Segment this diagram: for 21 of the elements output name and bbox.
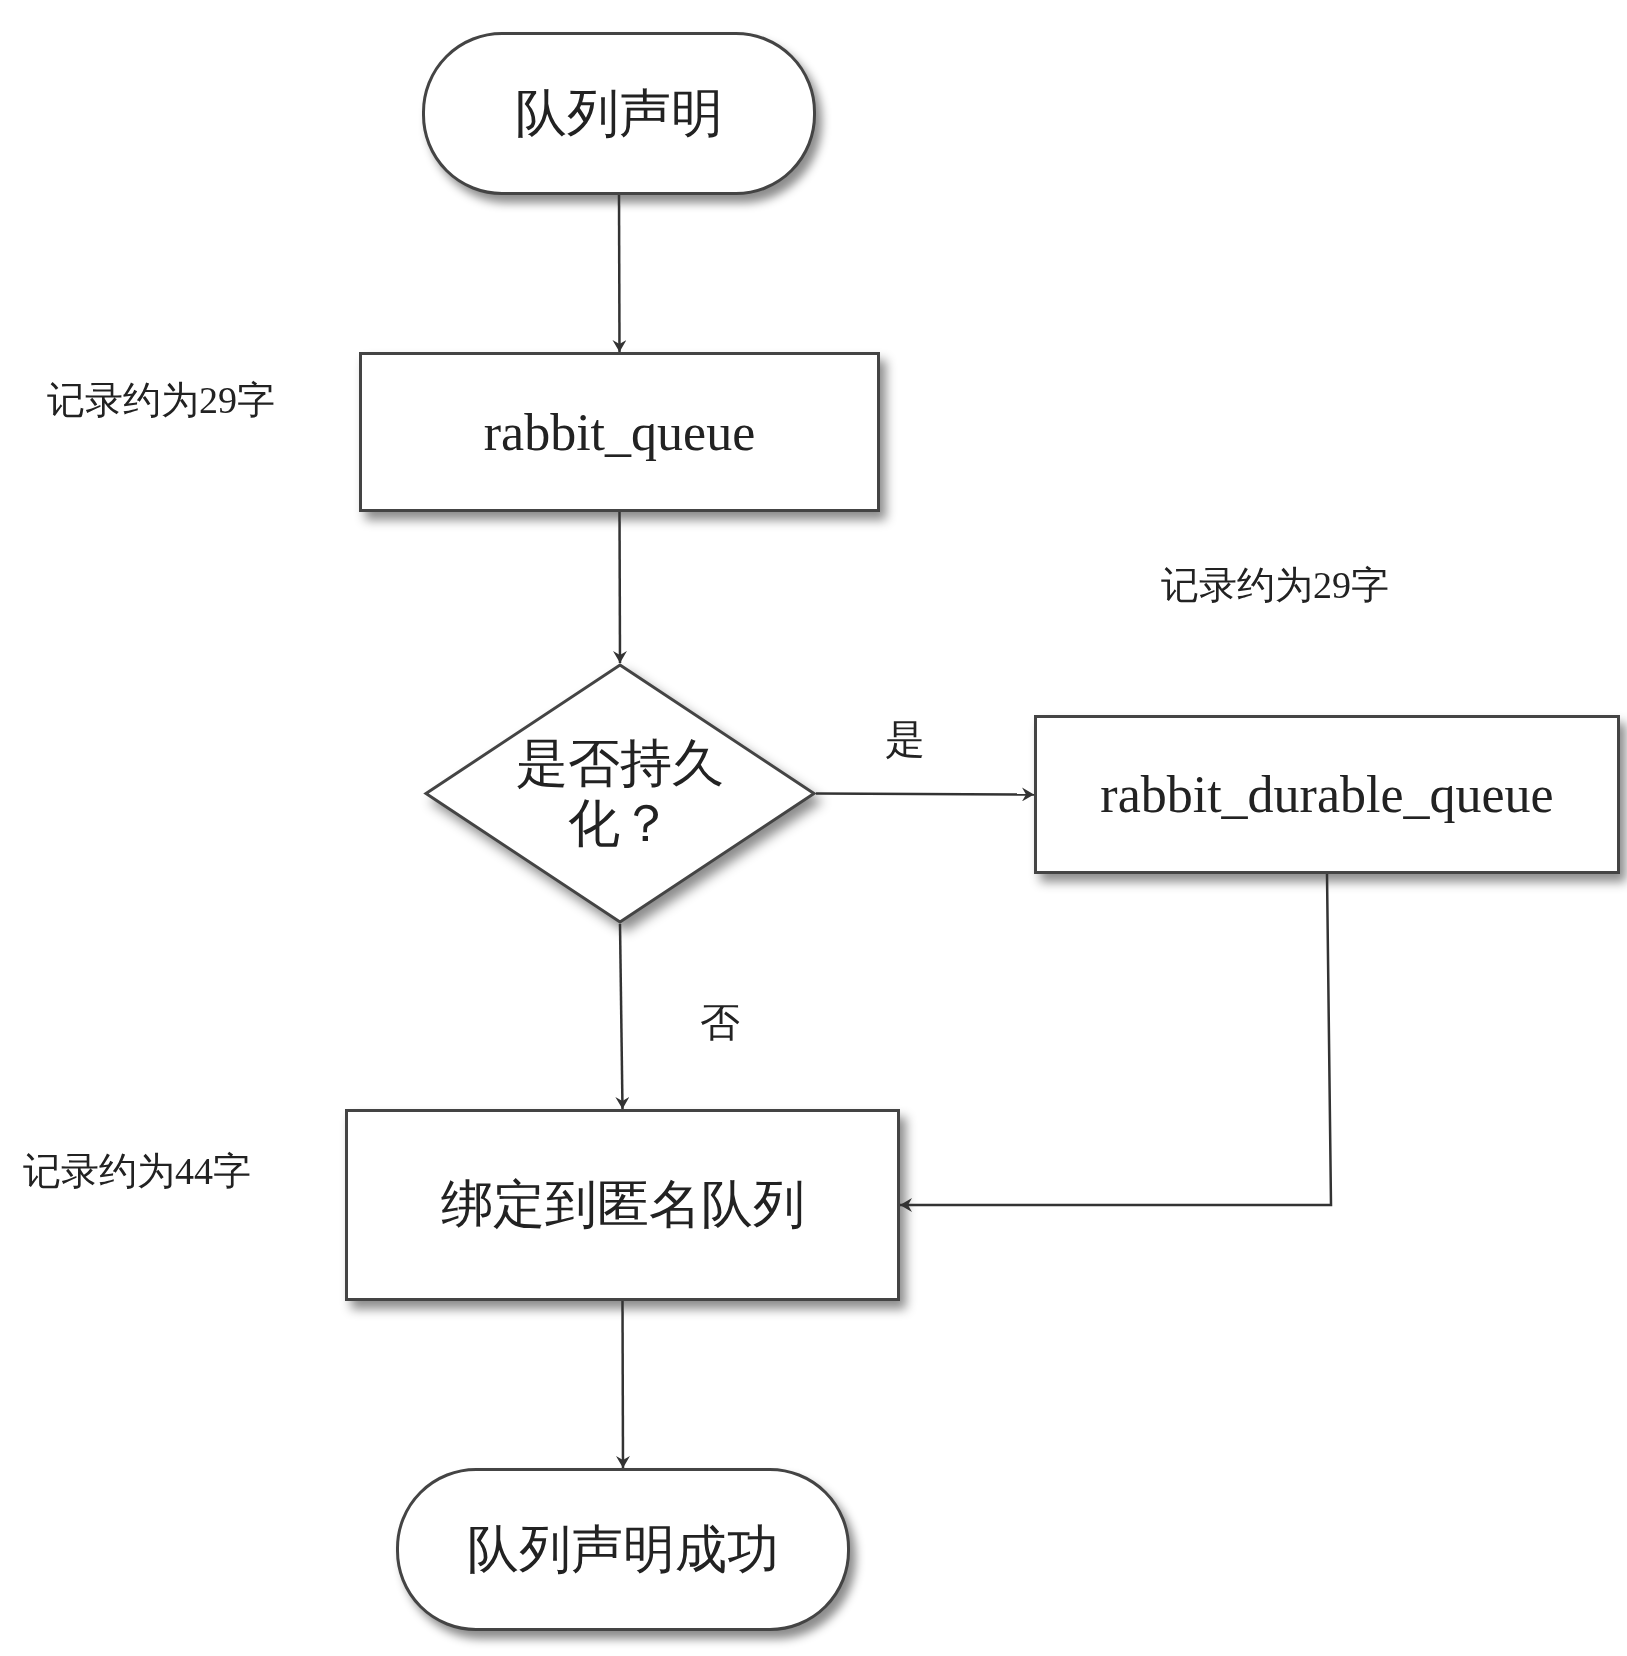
arrow [900, 874, 1333, 1212]
node-label: 队列声明成功 [467, 1519, 779, 1580]
process-box [345, 1109, 900, 1301]
terminal-box [422, 32, 816, 195]
node-label: rabbit_durable_queue [1100, 765, 1554, 824]
arrow [816, 787, 1034, 802]
node-label: 队列声明 [515, 83, 723, 144]
note-text: 记录约为29字 [1161, 563, 1389, 608]
process-box [1034, 715, 1620, 874]
arrow [612, 512, 627, 663]
node-label: rabbit_queue [483, 402, 756, 462]
note-text: 记录约为44字 [23, 1149, 251, 1194]
node-label: 绑定到匿名队列 [440, 1175, 805, 1235]
decision-diamond [424, 663, 816, 924]
process-box [359, 352, 880, 512]
node-label: 是否持久化？ [515, 733, 725, 854]
note-text: 记录约为29字 [47, 378, 275, 423]
terminal-box [396, 1468, 850, 1631]
arrow [615, 924, 630, 1109]
arrow [612, 195, 627, 352]
arrow [615, 1301, 630, 1468]
